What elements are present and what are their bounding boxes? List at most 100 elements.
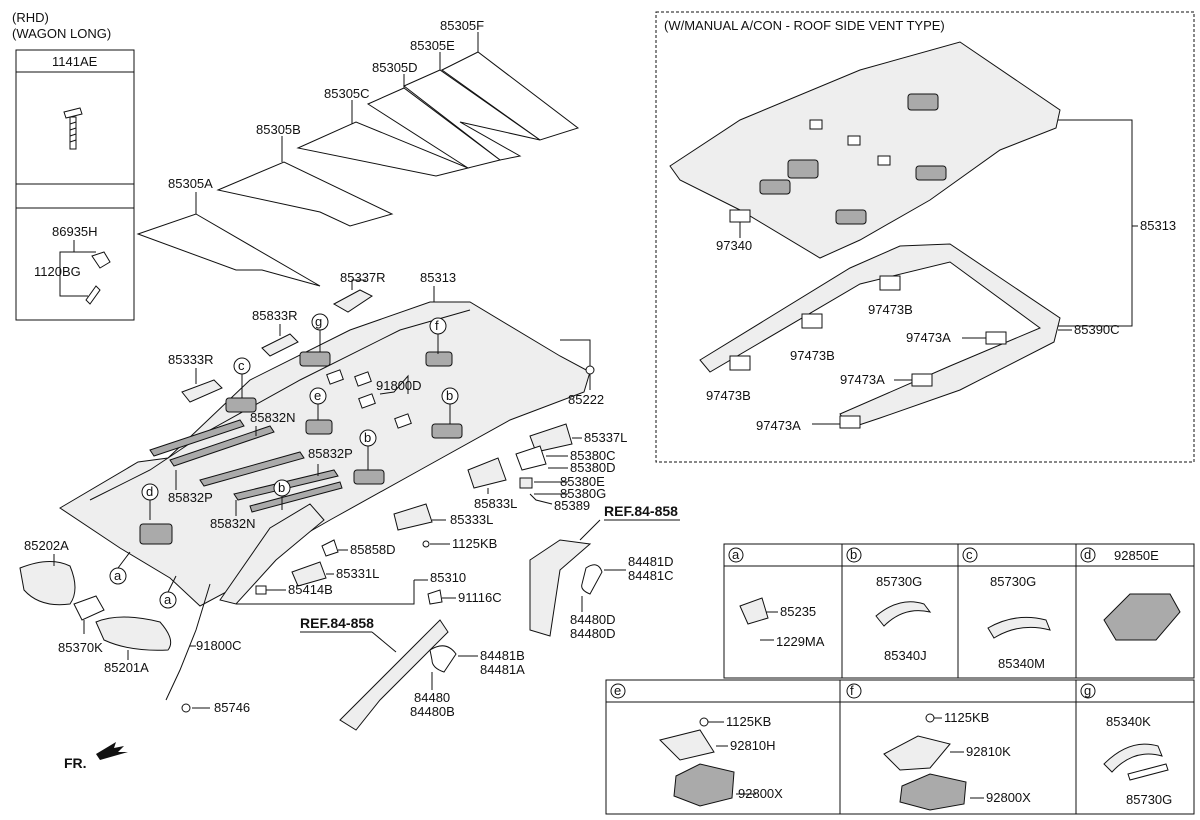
- svg-text:g: g: [315, 314, 322, 329]
- callout-a2: a: [159, 591, 177, 609]
- label-85380G: 85380G: [560, 486, 606, 501]
- label-97473A-3: 97473A: [756, 418, 801, 433]
- svg-text:f: f: [850, 683, 854, 698]
- lamp-92800X-icon-f: [899, 773, 967, 811]
- label-84480: 84480: [414, 690, 450, 705]
- label-85414B: 85414B: [288, 582, 333, 597]
- callout-d: d: [141, 483, 159, 501]
- label-85389: 85389: [554, 498, 590, 513]
- label-85380D: 85380D: [570, 460, 616, 475]
- svg-text:g: g: [1084, 683, 1091, 698]
- bracket-85333R: [181, 379, 223, 403]
- svg-text:b: b: [278, 480, 285, 495]
- front-indicator: FR.: [64, 755, 87, 771]
- vent-97473B-3: [729, 355, 751, 371]
- table-c-part-2: 85340M: [998, 656, 1045, 671]
- label-97473A-1: 97473A: [906, 330, 951, 345]
- label-85222: 85222: [568, 392, 604, 407]
- label-85313-vent: 85313: [1140, 218, 1176, 233]
- header-line2: (WAGON LONG): [12, 26, 111, 41]
- grab-handle-85340K-icon: [1103, 743, 1163, 773]
- table-f-part-3: 92800X: [986, 790, 1031, 805]
- callout-a1: a: [109, 567, 127, 585]
- ref-label-2: REF.84-858: [300, 615, 374, 631]
- headliner-85313: [59, 301, 591, 607]
- grab-handle-85340M-icon: [987, 616, 1051, 639]
- label-84481B: 84481B: [480, 648, 525, 663]
- bracket-85331L: [291, 561, 327, 587]
- table-b-part-1: 85730G: [876, 574, 922, 589]
- vent-type-title: (W/MANUAL A/CON - ROOF SIDE VENT TYPE): [664, 18, 945, 33]
- cap-85730G-icon: [1127, 763, 1169, 781]
- table-e-part-3: 92800X: [738, 786, 783, 801]
- label-85337R: 85337R: [340, 270, 386, 285]
- label-84481D: 84481D: [628, 554, 674, 569]
- vent-97473A-2: [911, 373, 933, 387]
- handle-c: [225, 397, 257, 413]
- table-key-c: c: [962, 547, 978, 563]
- label-84480D-2: 84480D: [570, 626, 616, 641]
- table-g-part-1: 85340K: [1106, 714, 1151, 729]
- label-84481C: 84481C: [628, 568, 674, 583]
- bolt-icon: [63, 107, 83, 150]
- clip-85414B: [255, 585, 267, 595]
- parts-table: [605, 543, 1195, 815]
- bracket-85833R: [261, 333, 299, 357]
- header-line1: (RHD): [12, 10, 49, 25]
- svg-text:a: a: [164, 592, 172, 607]
- svg-text:f: f: [435, 318, 439, 333]
- pillar-trim-upper: [529, 539, 592, 637]
- table-f-part-1: 1125KB: [944, 710, 989, 725]
- label-84480D: 84480D: [570, 612, 616, 627]
- handle-b1: [353, 469, 385, 485]
- pad-85305B: [216, 161, 394, 227]
- handle-b2: [431, 423, 463, 439]
- label-85832P-b: 85832P: [308, 446, 353, 461]
- vent-f: [425, 351, 453, 367]
- label-85305E: 85305E: [410, 38, 455, 53]
- table-d-title: 92850E: [1114, 548, 1159, 563]
- bracket-92810K-icon: [883, 735, 951, 771]
- table-key-g: g: [1080, 683, 1096, 699]
- legend-part-86935H: 86935H: [52, 224, 98, 239]
- visor-clip-85370K: [73, 595, 105, 621]
- sun-visor-85202A: [19, 561, 76, 606]
- grip-84481-b: [429, 645, 457, 673]
- label-85201A: 85201A: [104, 660, 149, 675]
- console-lamp-92850E-icon: [1103, 593, 1181, 641]
- label-97473B-3: 97473B: [706, 388, 751, 403]
- label-91800C: 91800C: [196, 638, 242, 653]
- pillar-trim-lower: [339, 619, 449, 731]
- callout-b3: b: [273, 479, 291, 497]
- label-85833L: 85833L: [474, 496, 517, 511]
- pad-85305D: [366, 87, 502, 169]
- callout-c: c: [233, 357, 251, 375]
- label-85305A: 85305A: [168, 176, 213, 191]
- svg-text:c: c: [238, 358, 245, 373]
- svg-text:a: a: [114, 568, 122, 583]
- headliner-vent-type: [669, 41, 1061, 259]
- table-key-d: d: [1080, 547, 1096, 563]
- vent-type-box: [655, 11, 1195, 463]
- pad-85305C: [296, 121, 470, 177]
- label-85313: 85313: [420, 270, 456, 285]
- callout-f: f: [429, 317, 447, 335]
- label-85390C: 85390C: [1074, 322, 1120, 337]
- label-85305B: 85305B: [256, 122, 301, 137]
- lamp-92800X-icon-e: [673, 763, 735, 807]
- label-85832N-a: 85832N: [250, 410, 296, 425]
- label-97340: 97340: [716, 238, 752, 253]
- label-85333R: 85333R: [168, 352, 214, 367]
- legend-box: 1141AE 86935H 1120BG: [15, 49, 135, 321]
- vent-97473B-2: [801, 313, 823, 329]
- callout-b1: b: [441, 387, 459, 405]
- clip-85746-icon: [181, 703, 191, 713]
- table-a-part-2: 1229MA: [776, 634, 825, 649]
- table-f-part-2: 92810K: [966, 744, 1011, 759]
- table-e-part-2: 92810H: [730, 738, 776, 753]
- table-key-b: b: [846, 547, 862, 563]
- svg-text:a: a: [732, 547, 740, 562]
- fastener-icon: [585, 365, 595, 375]
- svg-text:e: e: [614, 683, 621, 698]
- clip-icon: [85, 251, 111, 305]
